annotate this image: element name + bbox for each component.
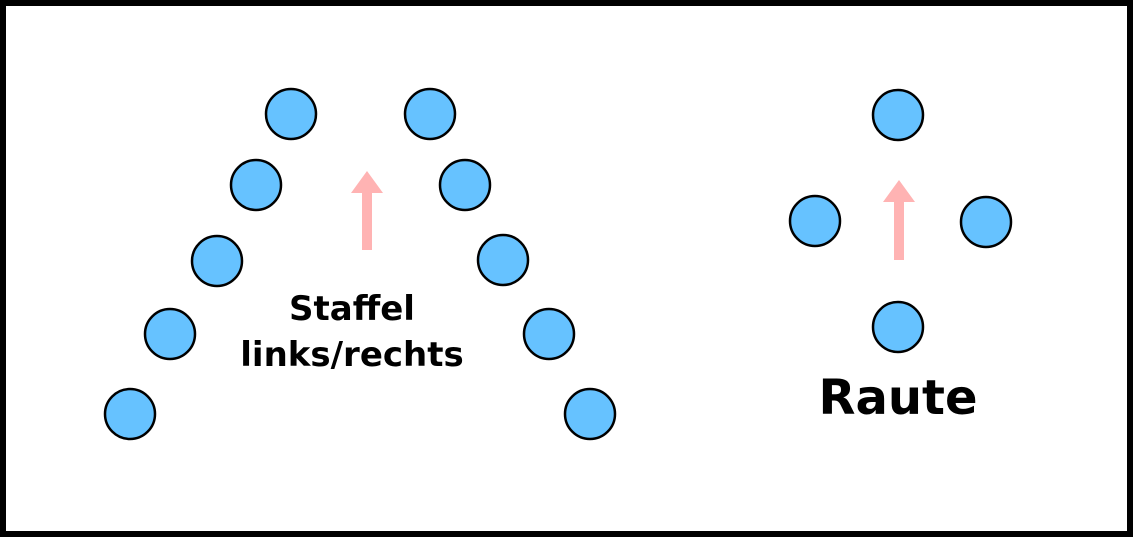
staffel-right-player-2 [438, 158, 492, 212]
staffel-right-player-3 [476, 233, 530, 287]
raute-direction-arrow [883, 180, 915, 260]
raute-player-bottom [871, 300, 925, 354]
staffel-left-player-5 [103, 387, 157, 441]
staffel-direction-arrow [351, 171, 383, 250]
raute-label: Raute [818, 370, 978, 426]
staffel-label: Staffel [289, 289, 415, 329]
staffel-right-player-1 [403, 87, 457, 141]
raute-player-right [959, 195, 1013, 249]
staffel-left-player-2 [229, 158, 283, 212]
staffel-left-player-3 [190, 234, 244, 288]
staffel-right-player-5 [563, 387, 617, 441]
staffel-left-player-1 [264, 87, 318, 141]
staffel-right-player-4 [522, 307, 576, 361]
staffel-left-player-4 [143, 307, 197, 361]
staffel-formation [103, 87, 617, 441]
raute-player-top [871, 88, 925, 142]
raute-formation [788, 88, 1013, 354]
raute-player-left [788, 194, 842, 248]
staffel-sublabel: links/rechts [240, 335, 464, 375]
